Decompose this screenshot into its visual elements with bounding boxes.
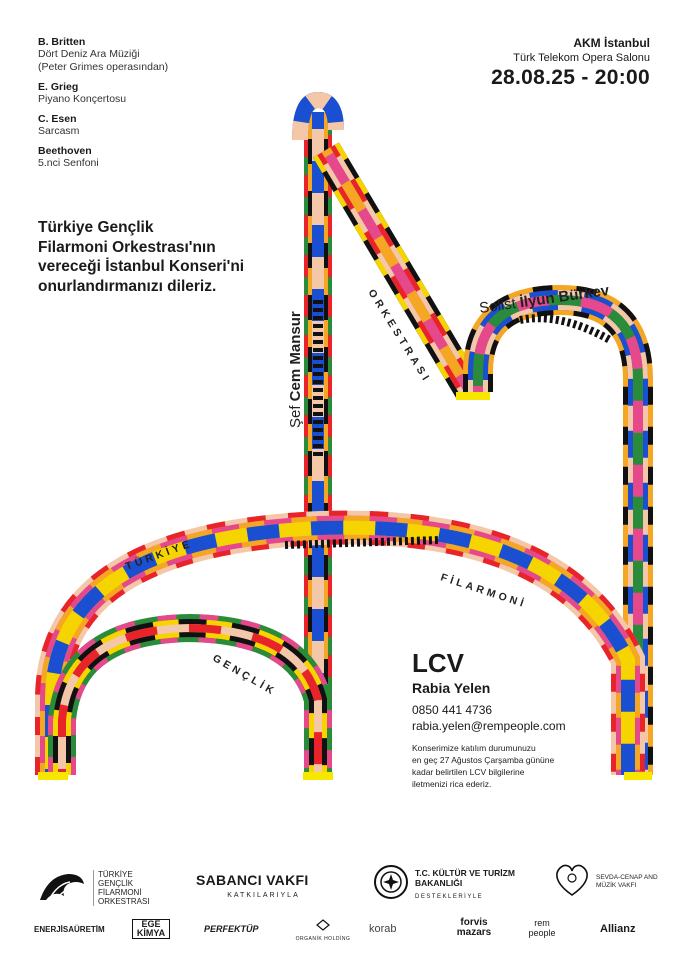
logo-text-line: T.C. KÜLTÜR VE TURİZM xyxy=(415,868,515,878)
sponsor-logo-allianz: Allianz xyxy=(600,923,636,935)
sponsor-logo-enerjisa: ENERJİSAÜRETİM xyxy=(34,925,105,934)
artwork-end-cap xyxy=(624,772,652,780)
conductor-label: Şef Cem Mansur xyxy=(287,311,304,428)
logo-text-line: DESTEKLERİYLE xyxy=(415,894,484,900)
filarmoni-label: FİLARMONİ xyxy=(439,570,528,610)
sabanci-wordmark: SABANCI VAKFI xyxy=(196,872,309,888)
rsvp-note-line: en geç 27 Ağustos Çarşamba gününe xyxy=(412,755,555,765)
composer-name: E. Grieg xyxy=(38,81,79,93)
rsvp-note-line: Konserimize katılım durumunuzu xyxy=(412,743,536,753)
sabanci-logo: SABANCI VAKFI KATKILARIYLA xyxy=(196,872,331,908)
rsvp-note-line: iletmenizi rica ederiz. xyxy=(412,779,492,789)
sponsor-row: ENERJİSAÜRETİM EGE KİMYA PERFEKTÜP ORGAN… xyxy=(34,917,654,943)
concert-datetime: 28.08.25 - 20:00 xyxy=(491,66,650,89)
tgfo-emblem-icon xyxy=(40,874,84,901)
rsvp-note: Konserimize katılım durumunuzu en geç 27… xyxy=(412,742,632,790)
program-list: B. Britten Dört Deniz Ara Müziği (Peter … xyxy=(38,36,258,170)
sponsor-logo-egekimya: EGE KİMYA xyxy=(132,919,170,939)
rsvp-title: LCV xyxy=(412,648,464,678)
work-note: (Peter Grimes operasından) xyxy=(38,61,169,73)
sevda-cenap-logo: SEVDA-CENAP AND MÜZİK VAKFI xyxy=(552,862,667,904)
sponsor-logo-organik: ORGANİK HOLDİNG xyxy=(288,918,358,942)
work-title: 5.nci Senfoni xyxy=(38,157,99,169)
ministry-logo: T.C. KÜLTÜR VE TURİZM BAKANLIĞI DESTEKLE… xyxy=(373,862,523,907)
artwork-end-cap xyxy=(456,392,490,400)
program-item: C. Esen Sarcasm xyxy=(38,113,258,138)
rsvp-phone[interactable]: 0850 441 4736 xyxy=(412,703,493,717)
artwork-bands xyxy=(35,91,653,780)
composer-name: C. Esen xyxy=(38,113,77,125)
rsvp-contact-name: Rabia Yelen xyxy=(412,680,491,696)
sponsor-logo-perfektup: PERFEKTÜP xyxy=(204,924,259,934)
heart-emblem-icon xyxy=(556,864,588,896)
artwork-band-stripe xyxy=(473,294,643,775)
program-item: B. Britten Dört Deniz Ara Müziği (Peter … xyxy=(38,36,258,74)
venue-block: AKM İstanbul Türk Telekom Opera Salonu 2… xyxy=(430,36,650,90)
logo-text-line: TÜRKİYE xyxy=(98,870,133,879)
artwork-dot-accent xyxy=(284,536,441,549)
artwork-band-stripe xyxy=(321,147,475,395)
sabanci-sub: KATKILARIYLA xyxy=(227,892,300,899)
rsvp-block: LCV Rabia Yelen 0850 441 4736 rabia.yele… xyxy=(412,648,632,790)
program-item: Beethoven 5.nci Senfoni xyxy=(38,145,258,170)
invitation-line: onurlandırmanızı dileriz. xyxy=(38,277,217,295)
artwork-band-stripe xyxy=(58,623,322,775)
logo-text-line: GENÇLİK xyxy=(98,879,134,888)
sponsor-logo-rempeople: rem people xyxy=(528,918,556,938)
work-title: Dört Deniz Ara Müziği xyxy=(38,48,140,60)
logo-text-line: ORKESTRASI xyxy=(98,897,150,906)
artwork-band-stripe xyxy=(45,520,635,775)
sponsor-logo-korab: korab xyxy=(369,923,397,935)
ministry-seal-icon xyxy=(374,865,408,899)
venue-hall: Türk Telekom Opera Salonu xyxy=(513,52,650,64)
sponsor-logo-forvis: forvis mazars xyxy=(456,917,492,938)
tgfo-logo: TÜRKİYE GENÇLİK FİLARMONİ ORKESTRASI xyxy=(38,868,168,908)
logo-text-line: ORGANİK HOLDİNG xyxy=(295,936,351,942)
work-title: Sarcasm xyxy=(38,125,80,137)
rsvp-note-line: kadar belirtilen LCV bilgilerine xyxy=(412,767,525,777)
artwork-dot-accent xyxy=(519,314,612,344)
logo-text-line: SEVDA-CENAP AND xyxy=(596,874,658,881)
work-title: Piyano Konçertosu xyxy=(38,93,127,105)
composer-name: B. Britten xyxy=(38,36,86,48)
venue-name: AKM İstanbul xyxy=(573,36,650,50)
artwork-band-stripe xyxy=(292,91,344,141)
invitation-line: Türkiye Gençlik xyxy=(38,219,154,236)
invitation-text: Türkiye Gençlik Filarmoni Orkestrası'nın… xyxy=(38,218,288,296)
invitation-line: Filarmoni Orkestrası'nın xyxy=(38,238,216,256)
organik-emblem-icon xyxy=(316,919,330,931)
artwork-end-cap xyxy=(303,772,333,780)
artwork-end-cap xyxy=(38,772,68,780)
logo-text-line: MÜZİK VAKFI xyxy=(596,882,637,889)
program-item: E. Grieg Piyano Konçertosu xyxy=(38,81,258,106)
composer-name: Beethoven xyxy=(38,145,92,157)
logo-text-line: BAKANLIĞI xyxy=(415,878,463,888)
rsvp-email[interactable]: rabia.yelen@rempeople.com xyxy=(412,719,566,733)
invitation-line: vereceği İstanbul Konseri'ni xyxy=(38,258,245,275)
logo-text-line: FİLARMONİ xyxy=(98,888,142,897)
